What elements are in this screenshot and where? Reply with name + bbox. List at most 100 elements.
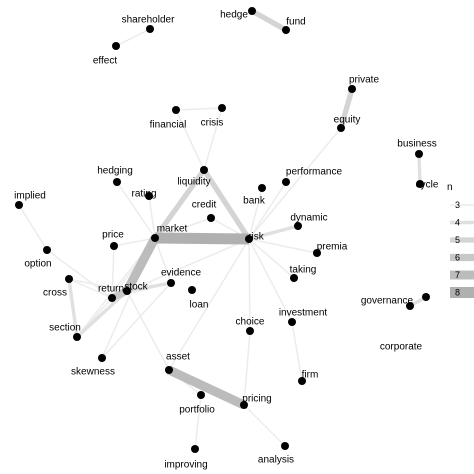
node-label-cross: cross <box>43 288 67 299</box>
edge-pricing-analysis <box>243 404 286 447</box>
node-label-taking: taking <box>290 265 317 276</box>
edge-risk-investment <box>248 238 293 323</box>
edge-business-cycle <box>417 153 422 185</box>
node-dot-private <box>348 85 356 93</box>
node-investment: investment <box>279 308 327 326</box>
node-dot-return <box>108 294 116 302</box>
node-effect: effect <box>93 42 120 67</box>
node-section: section <box>49 323 81 341</box>
node-dot-section <box>73 333 81 341</box>
edge-asset-pricing <box>167 365 246 410</box>
node-label-option: option <box>24 259 51 270</box>
node-option: option <box>24 246 52 270</box>
node-dot-pricing <box>240 401 248 409</box>
node-dot-improving <box>191 445 199 453</box>
edge-hedge-fund <box>250 8 288 33</box>
node-dot-liquidity <box>200 166 208 174</box>
legend-label: 4 <box>455 218 460 228</box>
node-label-corporate: corporate <box>380 342 423 353</box>
node-label-equity: equity <box>334 115 361 126</box>
node-dot-choice <box>246 327 254 335</box>
edge-pricing-choice <box>243 330 251 406</box>
node-dot-hedge <box>248 7 256 15</box>
node-pricing: pricing <box>240 394 272 409</box>
node-label-portfolio: portfolio <box>179 405 215 416</box>
node-dot-risk <box>245 235 253 243</box>
node-dot-shareholder <box>146 25 154 33</box>
edge-shareholder-effect <box>115 28 151 47</box>
legend-item-6: 6 <box>450 253 474 263</box>
edge-portfolio-improving <box>194 394 202 450</box>
node-label-business: business <box>397 139 436 150</box>
node-choice: choice <box>236 317 265 335</box>
node-business: business <box>397 139 437 158</box>
node-dot-loan <box>188 286 196 294</box>
node-liquidity: liquidity <box>177 166 211 188</box>
node-cross: cross <box>43 275 73 299</box>
edge-price-market <box>113 237 156 247</box>
node-analysis: analysis <box>258 442 294 466</box>
node-firm: firm <box>298 370 318 385</box>
edge-crisis-liquidity <box>203 107 223 171</box>
node-label-evidence: evidence <box>161 268 201 279</box>
edge-implied-option <box>18 204 48 251</box>
node-dot-taking <box>290 274 298 282</box>
node-dot-analysis <box>281 442 289 450</box>
legend-label: 7 <box>455 270 460 280</box>
legend-item-5: 5 <box>450 235 474 245</box>
node-fund: fund <box>282 17 306 34</box>
node-asset: asset <box>165 352 190 374</box>
node-dot-bank <box>258 184 266 192</box>
node-label-fund: fund <box>286 17 305 28</box>
node-dot-crisis <box>218 104 226 112</box>
node-price: price <box>102 230 124 250</box>
edge-dynamic-risk <box>248 224 299 241</box>
node-equity: equity <box>334 115 361 132</box>
node-dot-stock <box>123 287 131 295</box>
node-dot-cross <box>65 275 73 283</box>
node-label-section: section <box>49 323 81 334</box>
node-dot-implied <box>15 201 23 209</box>
node-label-effect: effect <box>93 56 117 67</box>
node-dot-rating <box>145 192 153 200</box>
node-label-market: market <box>157 224 188 235</box>
edge-risk-choice <box>248 238 251 332</box>
edge-liquidity-risk <box>201 168 252 241</box>
node-taking: taking <box>290 265 317 282</box>
legend-label: 3 <box>455 200 460 210</box>
node-label-liquidity: liquidity <box>177 177 210 188</box>
node-dot-portfolio <box>197 391 205 399</box>
node-dynamic: dynamic <box>290 213 328 230</box>
node-label-premia: premia <box>317 242 348 253</box>
node-dot-business <box>415 150 423 158</box>
node-label-pricing: pricing <box>242 394 271 405</box>
node-dot-hedging <box>113 178 121 186</box>
legend-label: 5 <box>455 235 460 245</box>
edge-risk-bank <box>248 187 263 240</box>
node-performance: performance <box>282 167 343 186</box>
node-label-governance: governance <box>361 296 414 307</box>
edge-risk-performance <box>248 181 287 240</box>
node-financial: financial <box>150 106 186 131</box>
node-label-stock: stock <box>124 282 148 293</box>
node-evidence: evidence <box>161 268 201 287</box>
node-private: private <box>348 75 379 93</box>
node-label-improving: improving <box>164 460 207 471</box>
node-credit: credit <box>192 200 216 222</box>
node-corporate: corporate <box>380 302 423 353</box>
node-risk: risk <box>245 232 265 243</box>
node-label-bank: bank <box>243 196 266 207</box>
legend-item-7: 7 <box>450 270 474 280</box>
node-label-rating: rating <box>131 189 156 200</box>
edge-market-risk <box>154 232 250 245</box>
node-label-hedge: hedge <box>220 10 248 21</box>
node-dot-price <box>110 242 118 250</box>
edge-financial-crisis <box>175 107 223 111</box>
node-label-hedging: hedging <box>97 166 133 177</box>
node-label-asset: asset <box>166 352 190 363</box>
node-cycle: cycle <box>416 180 439 191</box>
node-governance: governance <box>361 293 430 307</box>
node-dot-fund <box>282 26 290 34</box>
